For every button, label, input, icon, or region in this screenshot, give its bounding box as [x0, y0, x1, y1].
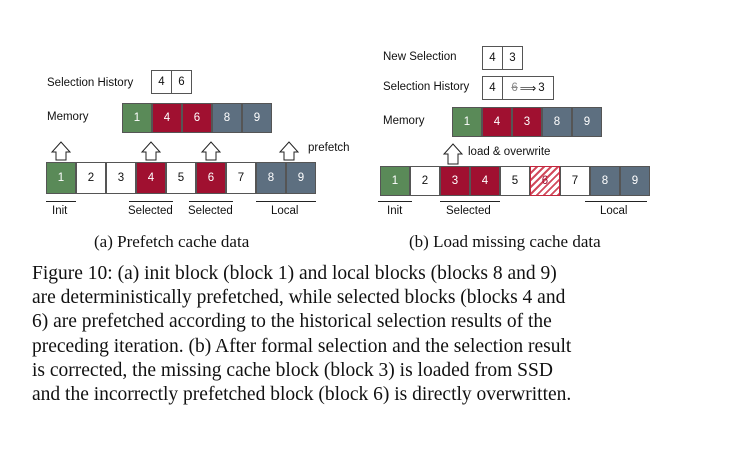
- figure-caption: Figure 10: (a) init block (block 1) and …: [32, 262, 571, 407]
- local-bracket-a: [256, 201, 316, 202]
- memory-cell-a-5: 9: [242, 103, 272, 133]
- caption-b: (b) Load missing cache data: [409, 232, 601, 251]
- block-b-9: 9: [620, 166, 650, 196]
- block-b-5: 5: [500, 166, 530, 196]
- selection-history-label-b: Selection History: [383, 81, 470, 93]
- memory-cell-a-4: 8: [212, 103, 242, 133]
- new-selection-cell-1: 4: [482, 46, 503, 70]
- history-cell-b-2: 6 ⟹ 3: [502, 76, 554, 100]
- memory-cell-a-2: 4: [152, 103, 182, 133]
- init-label-b: Init: [387, 205, 403, 217]
- block-b-3: 3: [440, 166, 470, 196]
- block-a-6: 6: [196, 162, 226, 194]
- history-cell-b-1: 4: [482, 76, 503, 100]
- caption-line: and the incorrectly prefetched block (bl…: [32, 384, 572, 406]
- new-selection-label: New Selection: [383, 51, 457, 63]
- caption-line: is corrected, the missing cache block (b…: [32, 359, 553, 381]
- memory-cell-a-3: 6: [182, 103, 212, 133]
- block-a-8: 8: [256, 162, 286, 194]
- arrow-up-icon: [200, 141, 222, 161]
- arrow-up-icon: [50, 141, 72, 161]
- local-label-a: Local: [271, 205, 299, 217]
- block-b-1: 1: [380, 166, 410, 196]
- history-old-value: 6: [511, 82, 518, 94]
- arrow-up-icon: [278, 141, 300, 161]
- block-b-2: 2: [410, 166, 440, 196]
- load-overwrite-label: load & overwrite: [468, 146, 551, 158]
- new-selection-cell-2: 3: [502, 46, 523, 70]
- init-bracket-a: [46, 201, 76, 202]
- init-bracket-b: [378, 201, 412, 202]
- caption-line: Figure 10: (a) init block (block 1) and …: [32, 263, 557, 284]
- history-cell-a-2: 6: [171, 70, 192, 94]
- block-a-1: 1: [46, 162, 76, 194]
- selected-bracket-a-2: [189, 201, 233, 202]
- block-a-5: 5: [166, 162, 196, 194]
- caption-line: are deterministically prefetched, while …: [32, 287, 566, 309]
- block-b-4: 4: [470, 166, 500, 196]
- selected-bracket-b: [440, 201, 500, 202]
- memory-cell-b-2: 4: [482, 107, 512, 137]
- memory-cell-b-1: 1: [452, 107, 482, 137]
- block-b-8: 8: [590, 166, 620, 196]
- local-bracket-b: [585, 201, 647, 202]
- block-a-9: 9: [286, 162, 316, 194]
- block-b-6-overwritten: 6: [530, 166, 560, 196]
- history-new-value: 3: [538, 82, 545, 94]
- memory-cell-b-4: 8: [542, 107, 572, 137]
- block-a-2: 2: [76, 162, 106, 194]
- selected-label-b: Selected: [446, 205, 491, 217]
- block-a-3: 3: [106, 162, 136, 194]
- block-a-7: 7: [226, 162, 256, 194]
- local-label-b: Local: [600, 205, 628, 217]
- selected-label-a-2: Selected: [188, 205, 233, 217]
- arrow-up-icon: [140, 141, 162, 161]
- selected-label-a-1: Selected: [128, 205, 173, 217]
- caption-line: 6) are prefetched according to the histo…: [32, 311, 552, 333]
- arrow-up-icon: [442, 143, 464, 165]
- memory-cell-b-5: 9: [572, 107, 602, 137]
- replace-arrow-icon: ⟹: [519, 83, 537, 95]
- prefetch-arrows: [50, 141, 300, 161]
- memory-cell-a-1: 1: [122, 103, 152, 133]
- prefetch-label: prefetch: [308, 142, 350, 154]
- block-a-4: 4: [136, 162, 166, 194]
- memory-label-b: Memory: [383, 115, 425, 127]
- block-b-7: 7: [560, 166, 590, 196]
- caption-a: (a) Prefetch cache data: [94, 232, 250, 251]
- memory-cell-b-3: 3: [512, 107, 542, 137]
- memory-label-a: Memory: [47, 111, 89, 123]
- caption-line: preceding iteration. (b) After formal se…: [32, 335, 572, 357]
- init-label-a: Init: [52, 205, 68, 217]
- selection-history-label-a: Selection History: [47, 77, 134, 89]
- load-arrow: [442, 143, 464, 165]
- selected-bracket-a-1: [129, 201, 173, 202]
